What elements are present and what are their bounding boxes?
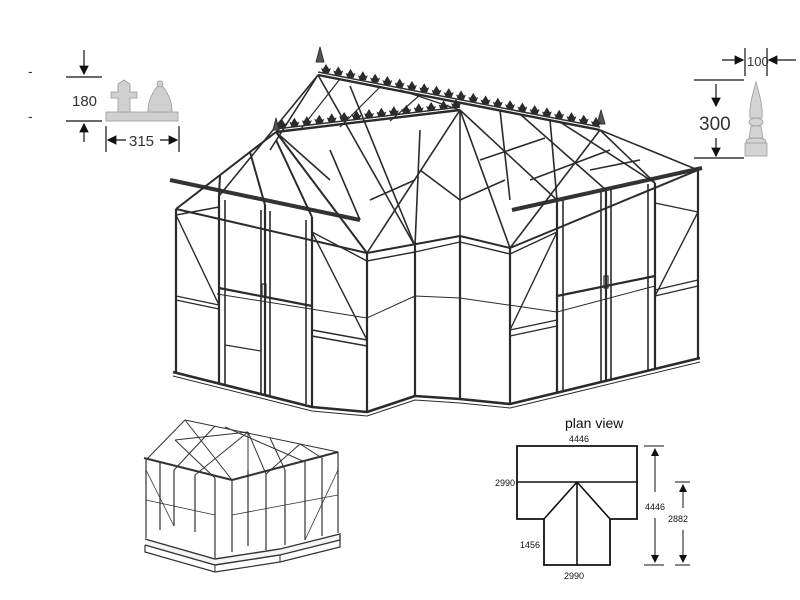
crest-fleur [554,109,565,119]
plan-top-width: 4446 [569,434,589,444]
crest-fleur [431,85,442,95]
crest-fleur [505,100,516,110]
finial-width-label: 100 [747,54,769,69]
crest-ornaments [277,64,601,128]
crest-fleur [401,104,412,114]
finial-detail: 100 300 [694,48,796,159]
plan-bottom-width: 2990 [564,571,584,581]
crest-fleur [277,119,287,128]
crest-detail: - - 180 315 [28,50,180,152]
side-mark-1: - [28,63,33,79]
crest-fleur [456,90,466,100]
plan-left-lower: 1456 [520,540,540,550]
plan-left-upper: 2990 [495,478,515,488]
crest-fleur [566,112,577,122]
crest-fleur [382,76,393,86]
crest-fleur [480,95,491,105]
crest-fleur [451,99,461,108]
crest-fleur [326,113,337,123]
crest-fleur [529,104,540,114]
plan-title: plan view [565,415,624,431]
crest-fleur [406,80,417,90]
plan-right-depth: 2882 [668,514,688,524]
plan-outline [516,445,638,566]
crest-fleur [468,92,479,102]
crest-fleur [541,107,552,117]
crest-fleur [376,107,387,117]
plan-view: plan view 4446 2990 1456 2990 4446 2882 [495,415,690,581]
crest-fleur [370,73,381,83]
crest-fleur [517,102,528,112]
crest-fleur [364,109,374,118]
crest-fleur [591,117,601,126]
crest-height-label: 180 [72,93,97,110]
crest-fleur [289,117,300,127]
crest-fleur [413,103,424,113]
crest-fleur [419,83,430,93]
crest-fleur [426,101,437,111]
finial-image [744,80,768,157]
crest-fleur [388,106,399,116]
crest-fleur [492,97,503,107]
crest-fleur [357,71,368,81]
crest-fleur [438,100,449,110]
crest-fleur [321,64,331,73]
crest-width-label: 315 [129,133,154,150]
crest-fleur [339,111,350,121]
greenhouse-base-view [143,419,341,573]
crest-fleur [345,68,356,78]
crest-fleur [443,88,454,98]
finial-height-label: 300 [699,114,731,135]
crest-fleur [314,114,325,124]
plan-total-depth: 4446 [645,502,665,512]
crest-fleur [578,114,589,124]
greenhouse-main [169,46,703,417]
side-mark-2: - [28,108,33,124]
crest-fleur [394,78,405,88]
crest-fleur [301,116,312,126]
crest-ornament-image [105,79,179,122]
crest-fleur [333,66,344,76]
crest-fleur [351,110,362,120]
